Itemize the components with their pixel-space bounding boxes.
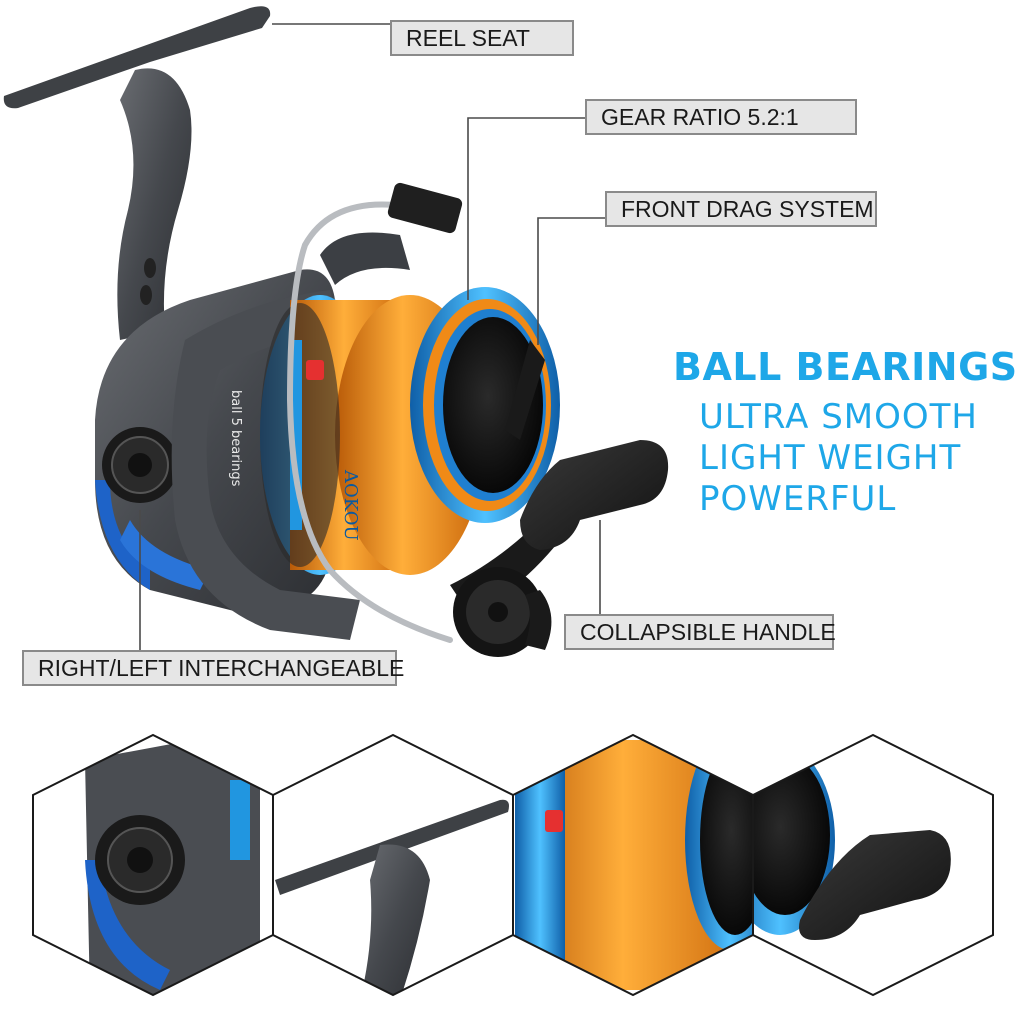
line-roller <box>387 182 463 234</box>
detail-spool <box>513 735 753 995</box>
detail-handle <box>753 735 993 995</box>
feature-headline: BALL BEARINGS <box>673 345 1018 389</box>
detail-views <box>32 733 994 997</box>
detail-reel-seat <box>273 735 513 995</box>
feature-line-3: POWERFUL <box>699 479 897 519</box>
feature-line-1: ULTRA SMOOTH <box>699 397 979 437</box>
detail-drag-knob <box>33 735 273 995</box>
callout-front-drag: FRONT DRAG SYSTEM <box>605 191 877 227</box>
callout-interchangeable: RIGHT/LEFT INTERCHANGEABLE <box>22 650 404 686</box>
callout-gear-ratio: GEAR RATIO 5.2:1 <box>585 99 857 135</box>
callout-collapsible-handle: COLLAPSIBLE HANDLE <box>564 614 836 650</box>
svg-text:ball 5 bearings: ball 5 bearings <box>228 390 243 487</box>
handle <box>450 440 669 657</box>
feature-line-2: LIGHT WEIGHT <box>699 438 962 478</box>
body-markings: ball 5 bearings <box>228 390 243 487</box>
spool: AOKOU <box>260 287 560 575</box>
callout-reel-seat: REEL SEAT <box>390 20 574 56</box>
bail-wire <box>286 201 453 643</box>
reel-seat <box>3 6 271 340</box>
svg-text:AOKOU: AOKOU <box>340 469 361 541</box>
